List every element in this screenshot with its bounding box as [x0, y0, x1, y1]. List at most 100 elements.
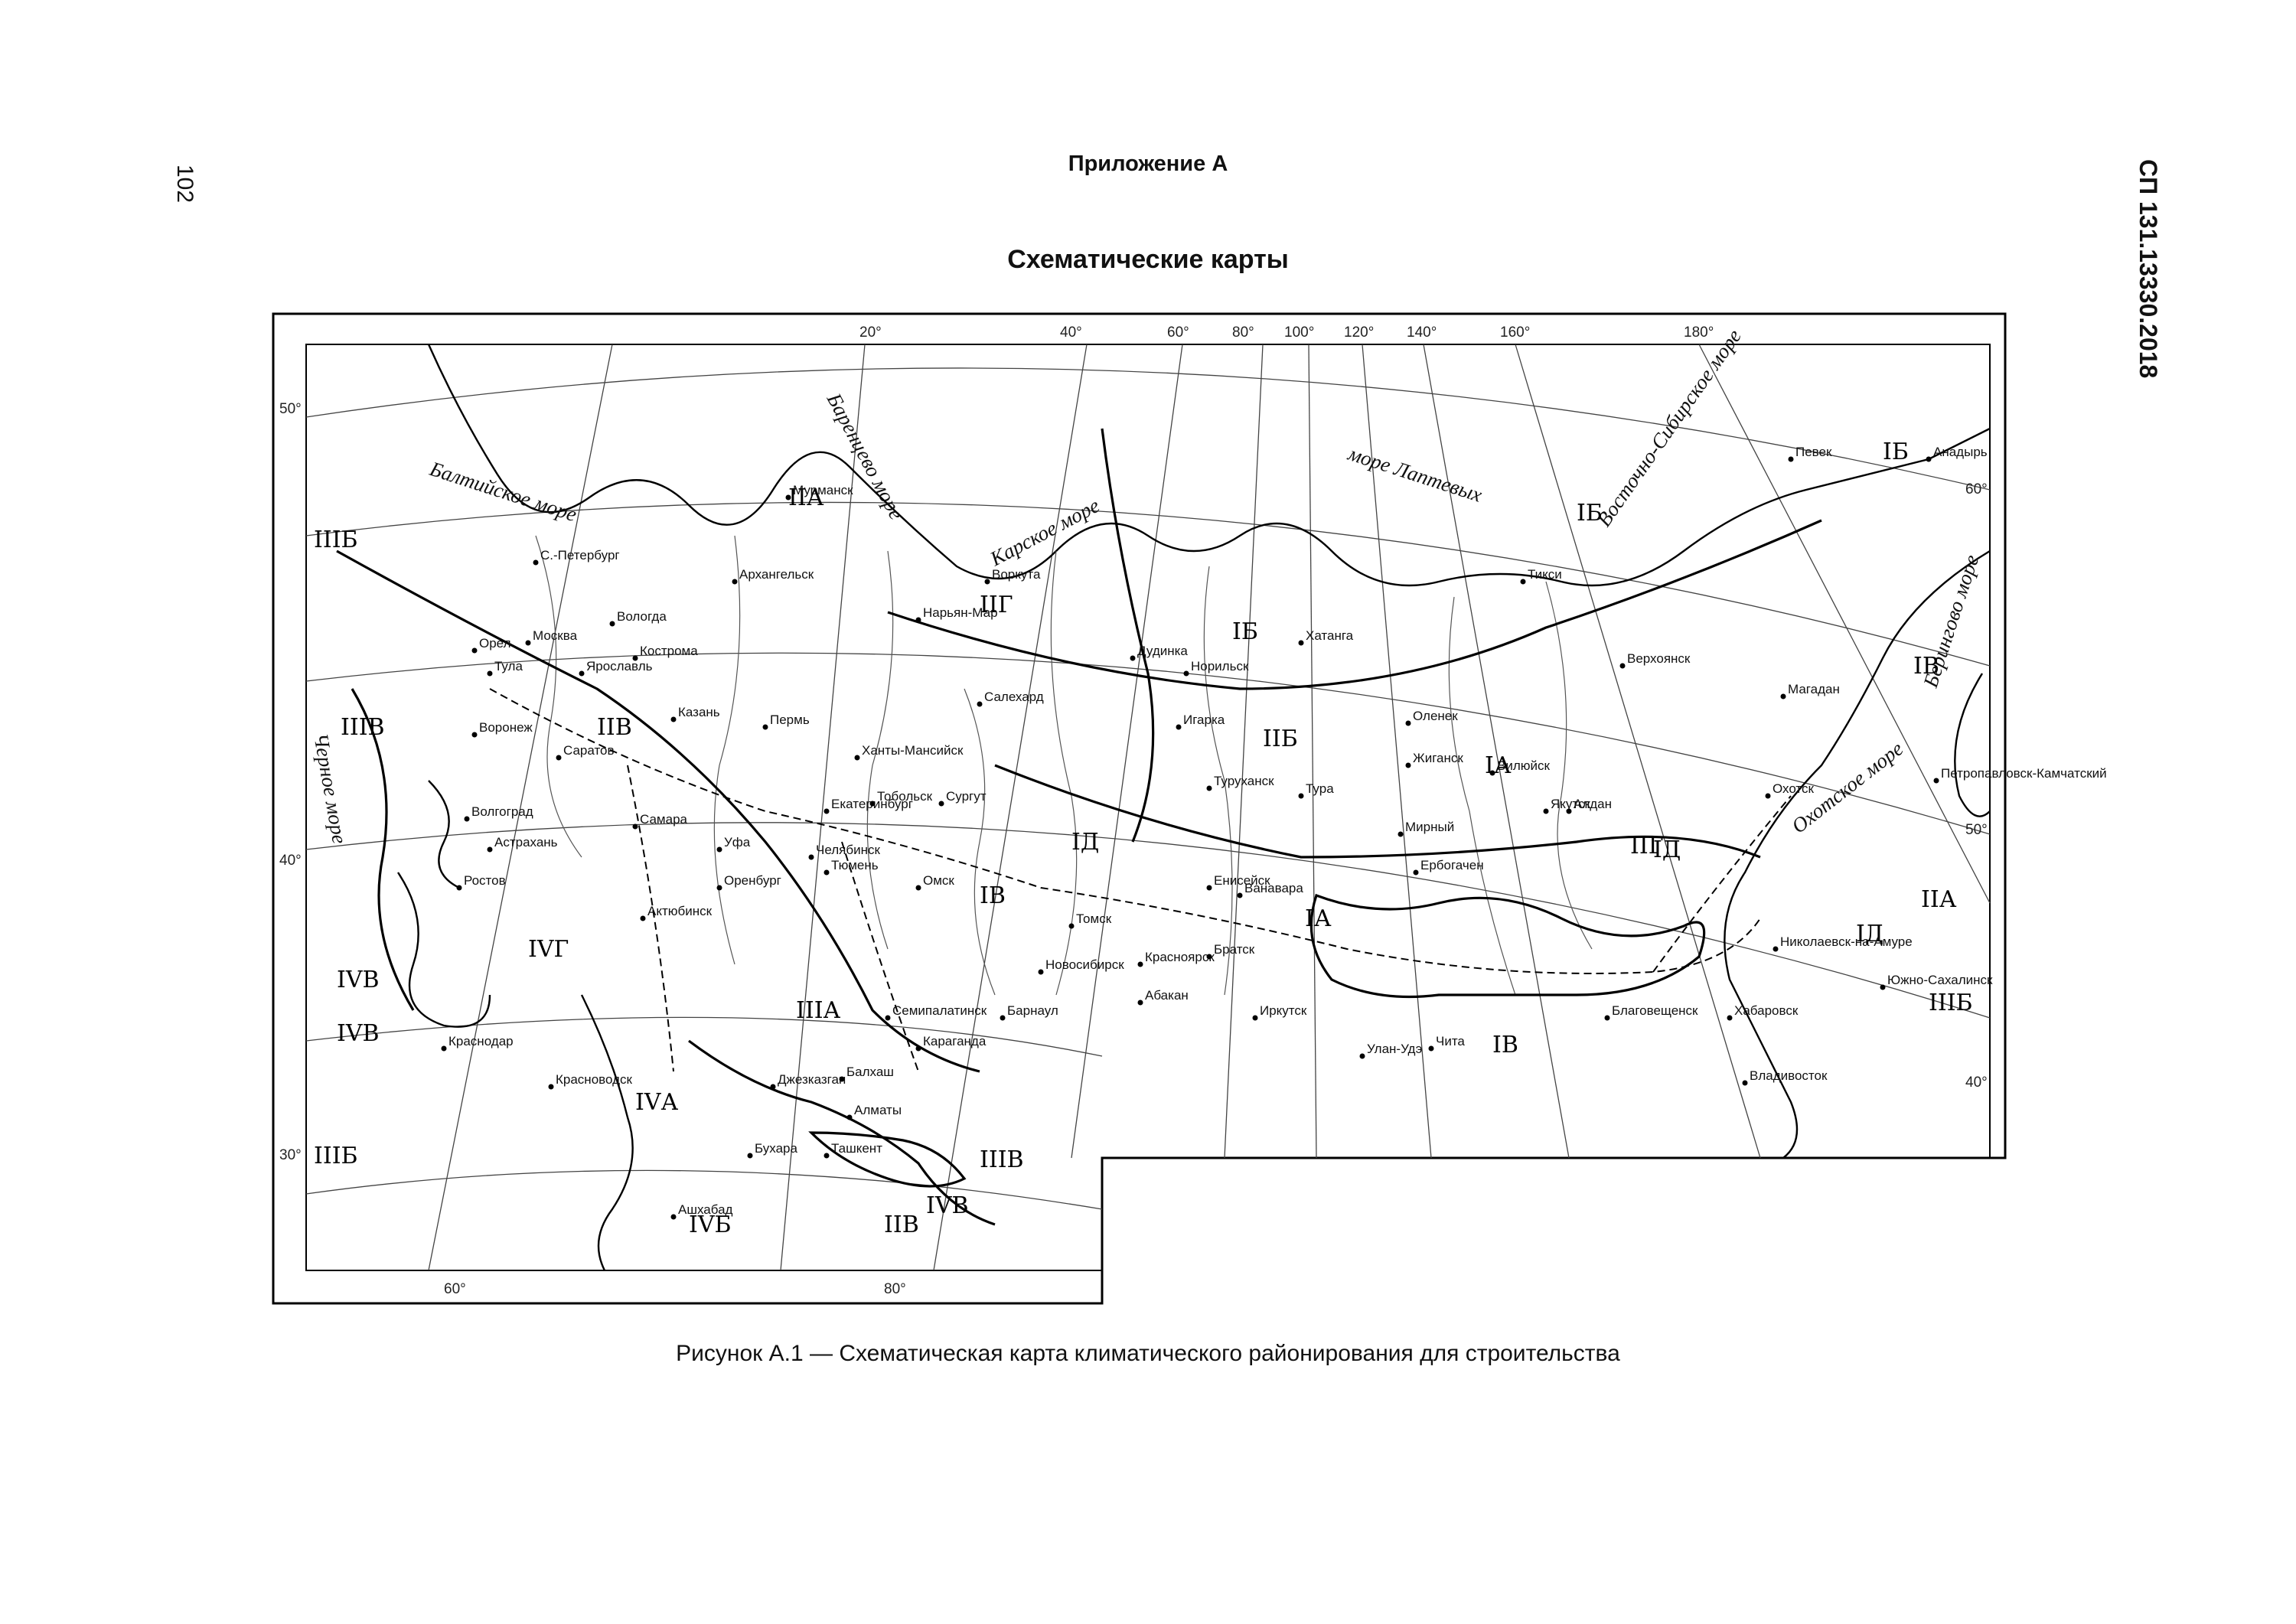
city-labels: МурманскАрхангельскС.-ПетербургМоскваВол… — [441, 445, 2107, 1220]
city-marker — [1183, 670, 1189, 677]
city-label: Новосибирск — [1045, 957, 1124, 972]
city-label: Актюбинск — [647, 904, 713, 918]
city-marker — [984, 579, 990, 585]
city-label: Магадан — [1788, 682, 1840, 696]
degree-label: 80° — [884, 1281, 906, 1297]
city-marker — [770, 1084, 776, 1090]
sea-label: море Лаптевых — [1345, 442, 1485, 507]
city-label: Хабаровск — [1734, 1003, 1799, 1018]
zone-label: IIIА — [796, 997, 841, 1024]
degree-label: 160° — [1500, 324, 1530, 341]
city-marker — [762, 724, 768, 730]
city-label: Ростов — [464, 873, 506, 888]
zone-labels: IIА IIГ IБ IД IА IБ IВ IIВ IIIВ IIIБ III… — [314, 439, 1973, 1238]
zone-label: IIIБ — [1929, 990, 1973, 1016]
city-marker — [632, 823, 638, 830]
city-marker — [1068, 923, 1075, 929]
zone-label: IIБ — [1263, 726, 1298, 752]
zone-label: IД — [1071, 829, 1099, 856]
city-marker — [487, 846, 493, 853]
city-label: Семипалатинск — [892, 1003, 987, 1018]
city-label: Орел — [479, 636, 511, 651]
city-marker — [441, 1045, 447, 1052]
degree-label: 50° — [1965, 822, 1988, 838]
degree-label: 40° — [1965, 1075, 1988, 1091]
city-label: С.-Петербург — [540, 548, 620, 563]
city-marker — [785, 494, 791, 501]
city-marker — [487, 670, 493, 677]
city-label: Верхоянск — [1627, 651, 1691, 666]
zone-label: IВ — [1492, 1032, 1518, 1058]
zone-label: IVВ — [926, 1192, 969, 1219]
city-label: Архангельск — [739, 567, 814, 582]
city-marker — [1933, 778, 1939, 784]
city-label: Братск — [1214, 942, 1255, 957]
degree-label: 20° — [859, 324, 882, 341]
city-label: Тюмень — [831, 858, 879, 872]
zone-label: IД — [1856, 921, 1883, 947]
city-label: Томск — [1076, 911, 1112, 926]
city-label: Норильск — [1191, 659, 1249, 673]
zone-label: IIГ — [980, 592, 1013, 618]
zone-label: IIIБ — [314, 1143, 358, 1169]
city-label: Ванавара — [1244, 881, 1303, 895]
city-marker — [1765, 793, 1771, 799]
city-label: Владивосток — [1750, 1068, 1828, 1083]
city-label: Краснодар — [448, 1034, 514, 1048]
city-label: Караганда — [923, 1034, 987, 1048]
city-marker — [747, 1153, 753, 1159]
map-inner-frame — [305, 344, 1991, 1271]
zone-label: IIIВ — [980, 1146, 1024, 1173]
city-label: Ярославль — [586, 659, 653, 673]
city-marker — [1298, 793, 1304, 799]
top-degree-labels: 20° 40° 60° 80° 100° 120° 140° 160° 180° — [859, 324, 1714, 341]
city-marker — [1130, 655, 1136, 661]
city-marker — [1137, 1000, 1143, 1006]
city-label: Бухара — [755, 1141, 798, 1156]
city-label: Вилюйск — [1497, 758, 1551, 773]
city-label: Певек — [1795, 445, 1832, 459]
city-label: Тобольск — [877, 789, 933, 804]
city-marker — [632, 655, 638, 661]
city-label: Жиганск — [1413, 751, 1463, 765]
city-label: Казань — [678, 705, 720, 719]
city-marker — [556, 755, 562, 761]
city-label: Туруханск — [1214, 774, 1274, 788]
city-marker — [1880, 984, 1886, 990]
city-label: Оренбург — [724, 873, 781, 888]
degree-label: 80° — [1232, 324, 1254, 341]
city-marker — [808, 854, 814, 860]
zone-label: IIА — [1921, 886, 1957, 913]
city-marker — [1000, 1015, 1006, 1021]
city-label: Николаевск-на-Амуре — [1780, 934, 1913, 949]
city-marker — [1604, 1015, 1610, 1021]
city-label: Барнаул — [1007, 1003, 1058, 1018]
zone-label: IIВ — [597, 714, 632, 741]
sea-label: Восточно-Сибирское море — [1592, 325, 1746, 531]
city-label: Енисейск — [1214, 873, 1270, 888]
city-marker — [823, 869, 830, 876]
degree-label: 30° — [279, 1147, 302, 1163]
degree-label: 40° — [1060, 324, 1082, 341]
city-marker — [1359, 1053, 1365, 1059]
degree-label: 120° — [1344, 324, 1374, 341]
city-label: Уфа — [724, 835, 751, 850]
city-marker — [670, 716, 677, 722]
city-marker — [823, 808, 830, 814]
city-label: Астрахань — [494, 835, 558, 850]
city-label: Саратов — [563, 743, 615, 758]
city-marker — [1397, 831, 1404, 837]
city-label: Якутск — [1551, 797, 1591, 811]
city-marker — [456, 885, 462, 891]
city-label: Сургут — [946, 789, 987, 804]
zone-label: IVВ — [337, 967, 380, 993]
city-marker — [1206, 954, 1212, 960]
city-marker — [1176, 724, 1182, 730]
city-label: Оленек — [1413, 709, 1458, 723]
city-label: Благовещенск — [1612, 1003, 1698, 1018]
city-label: Тура — [1306, 781, 1334, 796]
city-marker — [1566, 808, 1572, 814]
city-marker — [1405, 762, 1411, 768]
zone-label: IВ — [1913, 653, 1939, 680]
zone-label: IIIБ — [314, 527, 358, 553]
